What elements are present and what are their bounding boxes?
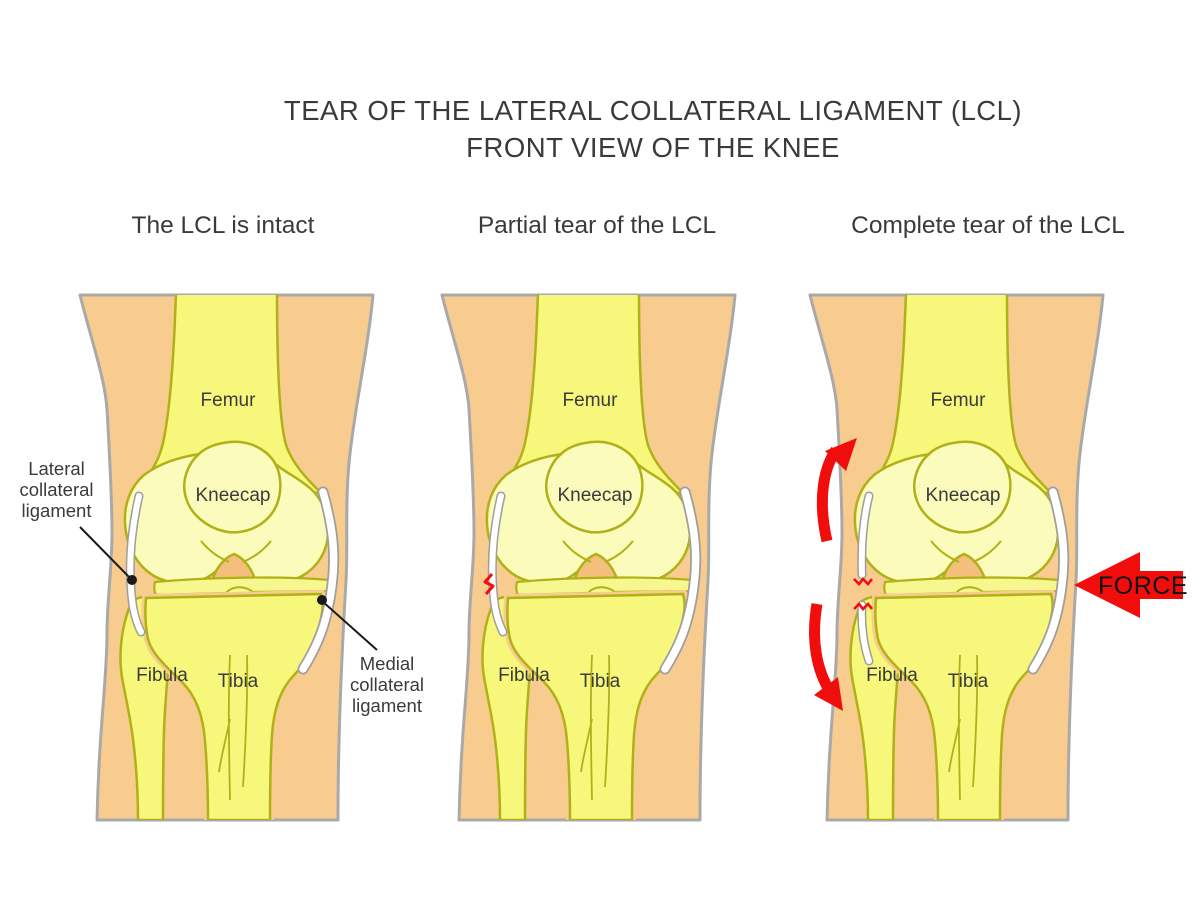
panel3-arrows <box>809 438 1183 711</box>
knee-panel-intact <box>80 291 373 820</box>
diagram-title: TEAR OF THE LATERAL COLLATERAL LIGAMENT … <box>283 95 1023 163</box>
force-label: FORCE <box>1098 572 1188 600</box>
lcl-partial-tear <box>483 491 508 637</box>
upward-motion-arrowhead <box>825 438 857 471</box>
lcl-pointer-dot <box>127 575 137 585</box>
panel-1-subtitle: The LCL is intact <box>131 212 315 239</box>
tear-edge-lower <box>853 602 874 611</box>
knee-panel-complete-tear <box>810 291 1103 820</box>
panel-3-subtitle: Complete tear of the LCL <box>851 212 1125 239</box>
mcl-pointer-dot <box>317 595 327 605</box>
lcl-complete-tear <box>853 491 874 666</box>
downward-motion-arrow <box>809 603 836 697</box>
tear-edge-upper <box>853 577 874 586</box>
lateral-collateral-ligament-label: Lateral collateral ligament <box>19 458 94 521</box>
medial-collateral-ligament-label: Medial collateral ligament <box>349 653 425 716</box>
knee-panel-partial-tear <box>442 291 735 820</box>
downward-motion-arrowhead <box>814 677 843 711</box>
panel1-annotations <box>79 526 378 651</box>
partial-tear-mark <box>483 573 495 595</box>
force-arrow <box>1074 552 1183 618</box>
upward-motion-arrow <box>816 446 841 543</box>
panel-2-subtitle: Partial tear of the LCL <box>477 212 717 239</box>
